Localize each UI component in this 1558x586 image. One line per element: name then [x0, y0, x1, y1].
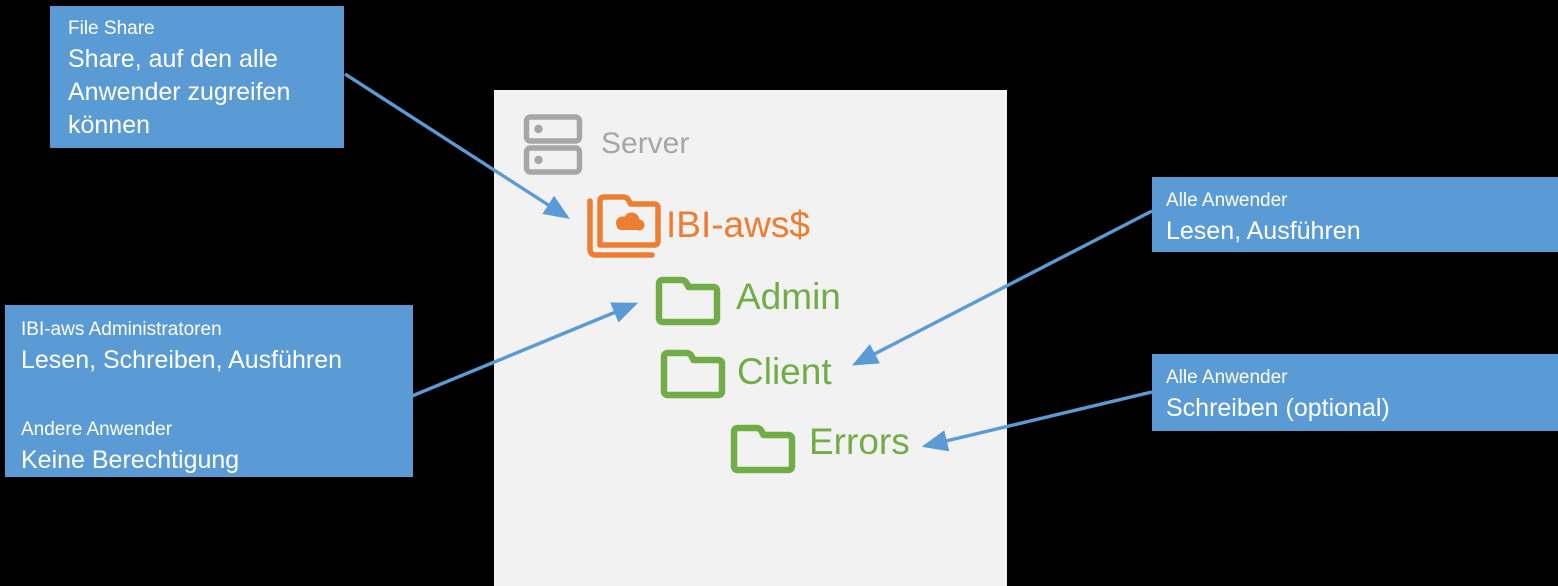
folder-label-client: Client [737, 351, 832, 392]
callout-group-1-title: IBI-aws Administratoren [21, 319, 222, 340]
cloud-folder-icon [587, 194, 661, 258]
callout-spacer [21, 377, 401, 416]
server-label: Server [601, 127, 690, 160]
callout-group-2-body: Keine Berechtigung [21, 446, 240, 474]
callout-body: Share, auf den alle Anwender zugreifen k… [68, 45, 291, 139]
callout-title: Alle Anwender [1166, 190, 1288, 211]
callout-group-2-title: Andere Anwender [21, 419, 173, 440]
callout-title: File Share [68, 18, 155, 39]
folder-label-admin: Admin [736, 276, 841, 317]
cloud-glyph [616, 212, 645, 231]
folder-icon [655, 276, 721, 326]
callout-admin-permissions: IBI-aws Administratoren Lesen, Schreiben… [5, 305, 413, 477]
folder-label-errors: Errors [809, 421, 910, 462]
callout-errors-permissions: Alle Anwender Schreiben (optional) [1152, 354, 1558, 431]
share-folder-label: IBI-aws$ [666, 204, 810, 245]
callout-file-share: File Share Share, auf den alle Anwender … [50, 6, 344, 148]
callout-title: Alle Anwender [1166, 367, 1288, 388]
folder-icon [660, 349, 726, 399]
callout-body: Schreiben (optional) [1166, 394, 1390, 422]
callout-client-permissions: Alle Anwender Lesen, Ausführen [1152, 177, 1558, 252]
folder-icon [730, 424, 796, 474]
callout-group-1-body: Lesen, Schreiben, Ausführen [21, 346, 343, 374]
callout-body: Lesen, Ausführen [1166, 217, 1361, 245]
server-icon [523, 114, 583, 175]
